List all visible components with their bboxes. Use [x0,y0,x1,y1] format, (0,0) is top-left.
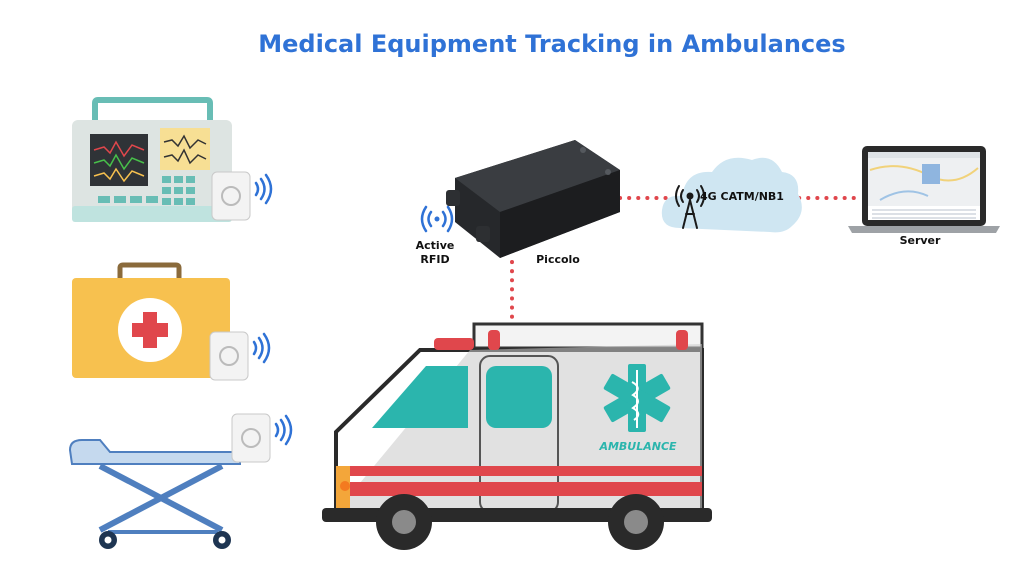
wireless-signal-icon [254,173,273,205]
patient-monitor-icon [72,97,232,222]
rfid-label-line2: RFID [420,253,450,266]
wireless-signal-icon [252,332,271,364]
cell-tower-icon [675,185,705,229]
stretcher-icon [68,439,241,549]
rfid-tag-icon [209,331,249,381]
laptop-icon [848,146,1000,233]
star-of-life-icon [603,364,671,432]
rfid-tag-icon [211,171,251,221]
rfid-label-line1: Active [415,239,455,252]
connection-lines [510,196,862,330]
tracker-device-icon [446,140,620,258]
first-aid-kit-icon [72,262,230,378]
diagram-title: Medical Equipment Tracking in Ambulances [258,30,846,58]
wireless-signal-icon [274,414,293,446]
network-label: 4G CATM/NB1 [700,190,784,203]
rfid-label: Active RFID [404,239,466,267]
wireless-signal-icon [420,205,454,233]
piccolo-label: Piccolo [536,253,580,266]
cloud-network-icon [661,157,802,233]
ambulance-icon [322,322,712,550]
rfid-tag-icon [231,413,271,463]
server-label: Server [899,234,941,247]
ambulance-label: AMBULANCE [599,440,677,453]
